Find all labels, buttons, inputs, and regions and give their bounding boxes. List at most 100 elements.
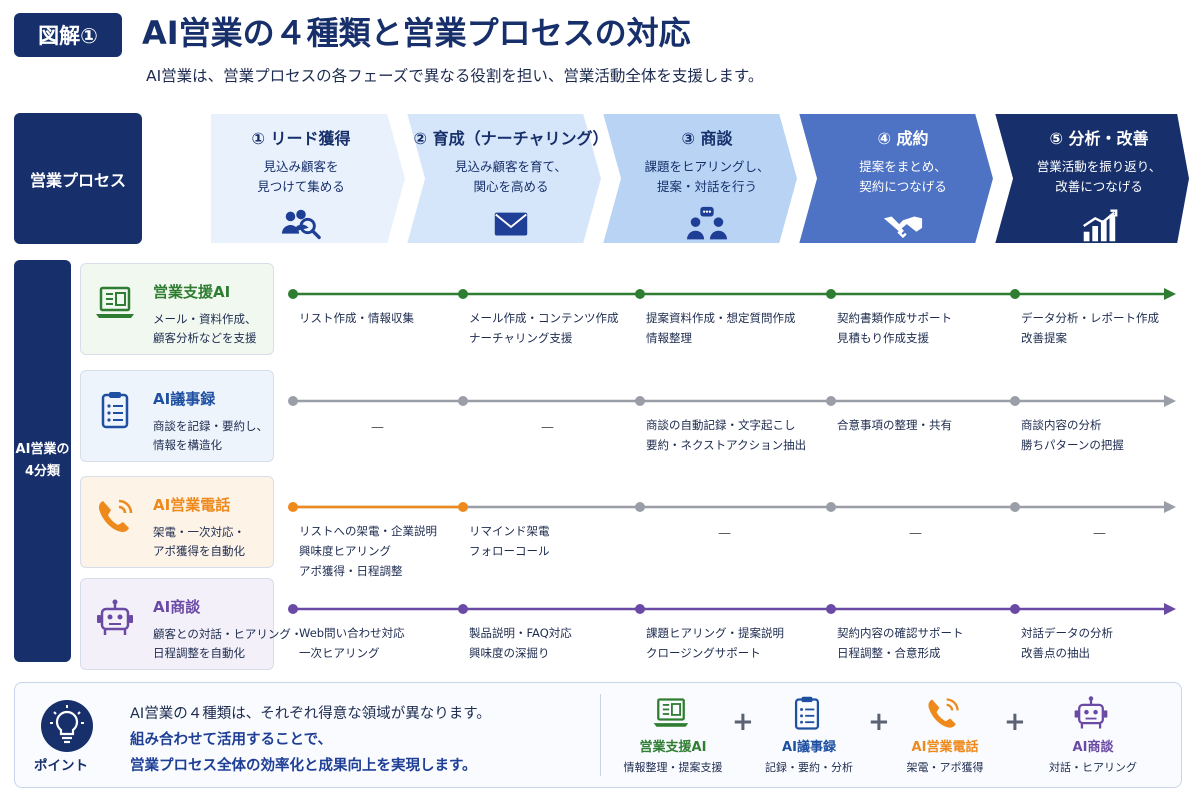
- timeline-node: [288, 289, 298, 299]
- combo-icon: [651, 694, 695, 732]
- activity-line: Web問い合わせ対応: [299, 626, 405, 640]
- activity-cell: リストへの架電・企業説明興味度ヒアリングアポ獲得・日程調整: [299, 521, 437, 581]
- combo-icon: [1071, 694, 1115, 732]
- tool-desc-line2: 日程調整を自動化: [153, 646, 245, 660]
- phase-icon: [489, 205, 533, 245]
- activity-cell: 商談内容の分析勝ちパターンの把握: [1021, 415, 1124, 455]
- phase-desc: 見込み顧客を 見つけて集める: [257, 157, 345, 197]
- activity-line: リスト作成・情報収集: [299, 311, 414, 325]
- phase-desc-line1: 提案をまとめ、: [859, 159, 947, 174]
- combo-desc: 対話・ヒアリング: [1049, 761, 1137, 774]
- activity-line: 勝ちパターンの把握: [1021, 438, 1124, 452]
- activity-line: 商談の自動記録・文字起こし: [646, 418, 796, 432]
- phase-desc-line1: 見込み顧客を: [263, 159, 339, 174]
- tool-icon: [93, 495, 137, 539]
- activity-line: 合意事項の整理・共有: [837, 418, 952, 432]
- activity-line: 契約内容の確認サポート: [837, 626, 964, 640]
- people-search-icon: [281, 209, 321, 240]
- timeline-arrow: [1164, 395, 1176, 407]
- process-label: 営業プロセス: [14, 113, 142, 244]
- tool-desc-line1: 商談を記録・要約し、: [153, 419, 268, 433]
- activity-cell: 製品説明・FAQ対応興味度の深掘り: [469, 623, 572, 663]
- combo-desc: 記録・要約・分析: [765, 761, 853, 774]
- timeline-lines: [288, 288, 1176, 615]
- phase-desc-line2: 改善につなげる: [1055, 179, 1143, 194]
- phase-title: ② 育成（ナーチャリング）: [413, 129, 609, 148]
- phase-desc: 課題をヒアリングし、 提案・対話を行う: [644, 157, 769, 197]
- timeline-node: [635, 396, 645, 406]
- timeline-node: [458, 604, 468, 614]
- tool-card: AI商談 顧客との対話・ヒアリング・ 日程調整を自動化: [80, 578, 302, 670]
- phase-desc: 見込み顧客を育て、 関心を高める: [455, 157, 567, 197]
- empty-cell: —: [909, 526, 922, 541]
- activity-line: 対話データの分析: [1021, 626, 1113, 640]
- phone-icon: [99, 499, 133, 532]
- activity-line: 興味度ヒアリング: [299, 544, 391, 558]
- activity-cell: 提案資料作成・想定質問作成情報整理: [646, 308, 796, 348]
- tool-desc-line2: 顧客分析などを支援: [153, 331, 257, 345]
- timeline-node: [635, 502, 645, 512]
- timeline-node: [1010, 604, 1020, 614]
- combo-name: AI議事録: [782, 740, 836, 755]
- activity-cell: 合意事項の整理・共有: [837, 415, 952, 435]
- plus-sign: +: [1004, 707, 1026, 737]
- phase-1: ① リード獲得 見込み顧客を 見つけて集める: [210, 113, 392, 244]
- timeline-node: [826, 604, 836, 614]
- phase-chevron-2: [404, 112, 604, 245]
- phase-5: ⑤ 分析・改善 営業活動を振り返り、 改善につなげる: [1008, 113, 1190, 244]
- mail-icon: [494, 212, 528, 236]
- activity-cell: リスト作成・情報収集: [299, 308, 414, 328]
- activity-line: 要約・ネクストアクション抽出: [646, 438, 807, 452]
- activity-line: クロージングサポート: [646, 646, 761, 660]
- tool-desc-line1: 顧客との対話・ヒアリング・: [153, 627, 303, 641]
- tool-desc: メール・資料作成、 顧客分析などを支援: [153, 310, 257, 348]
- phase-icon: [1077, 205, 1121, 245]
- conversation-icon: [686, 206, 728, 240]
- combo-name: AI商談: [1072, 740, 1114, 755]
- tool-card: AI営業電話 架電・一次対応・ アポ獲得を自動化: [80, 476, 274, 568]
- phase-chevron-5: [992, 112, 1192, 245]
- combo-name: AI営業電話: [911, 740, 979, 755]
- process-chevrons: [209, 112, 1192, 245]
- tool-name: 営業支援AI: [153, 283, 231, 301]
- activity-cell: リマインド架電フォローコール: [469, 521, 550, 561]
- timeline-node: [826, 502, 836, 512]
- tool-card: AI議事録 商談を記録・要約し、 情報を構造化: [80, 370, 274, 462]
- tool-card: 営業支援AI メール・資料作成、 顧客分析などを支援: [80, 263, 274, 355]
- activity-cell: Web問い合わせ対応一次ヒアリング: [299, 623, 405, 663]
- empty-cell: —: [1093, 526, 1106, 541]
- timeline-arrow: [1164, 288, 1176, 300]
- category-label: AI営業の 4分類: [14, 260, 71, 662]
- tool-icon: [93, 282, 137, 326]
- tool-name: AI商談: [153, 598, 201, 616]
- activity-line: 製品説明・FAQ対応: [469, 626, 572, 640]
- activity-cell: 契約内容の確認サポート日程調整・合意形成: [837, 623, 964, 663]
- tool-desc-line2: 情報を構造化: [153, 438, 222, 452]
- activity-line: フォローコール: [469, 544, 550, 558]
- activity-cell: 課題ヒアリング・提案説明クロージングサポート: [646, 623, 784, 663]
- timeline-node: [288, 604, 298, 614]
- plus-sign: +: [868, 707, 890, 737]
- point-text-line3: 営業プロセス全体の効率化と成果向上を実現します。: [130, 758, 477, 774]
- timeline-node: [635, 289, 645, 299]
- activity-line: リストへの架電・企業説明: [299, 524, 437, 538]
- activity-line: 提案資料作成・想定質問作成: [646, 311, 796, 325]
- tool-desc: 架電・一次対応・ アポ獲得を自動化: [153, 523, 245, 561]
- timeline-node: [635, 604, 645, 614]
- phase-4: ④ 成約 提案をまとめ、 契約につなげる: [812, 113, 994, 244]
- robot-icon: [97, 599, 133, 635]
- phase-icon: [279, 205, 323, 245]
- laptop-icon: [96, 286, 134, 318]
- combo-icon: [923, 694, 967, 732]
- timeline-node: [458, 396, 468, 406]
- activity-line: 一次ヒアリング: [299, 646, 380, 660]
- growth-chart-icon: [1083, 209, 1118, 242]
- phase-desc-line1: 課題をヒアリングし、: [644, 159, 770, 174]
- activity-line: 改善提案: [1021, 331, 1067, 345]
- tool-icon: [93, 389, 137, 433]
- point-box: [14, 682, 1182, 788]
- tool-desc: 商談を記録・要約し、 情報を構造化: [153, 417, 268, 455]
- figure-label: 図解①: [14, 13, 122, 57]
- activity-line: メール作成・コンテンツ作成: [469, 311, 619, 325]
- activity-line: 改善点の抽出: [1021, 646, 1090, 660]
